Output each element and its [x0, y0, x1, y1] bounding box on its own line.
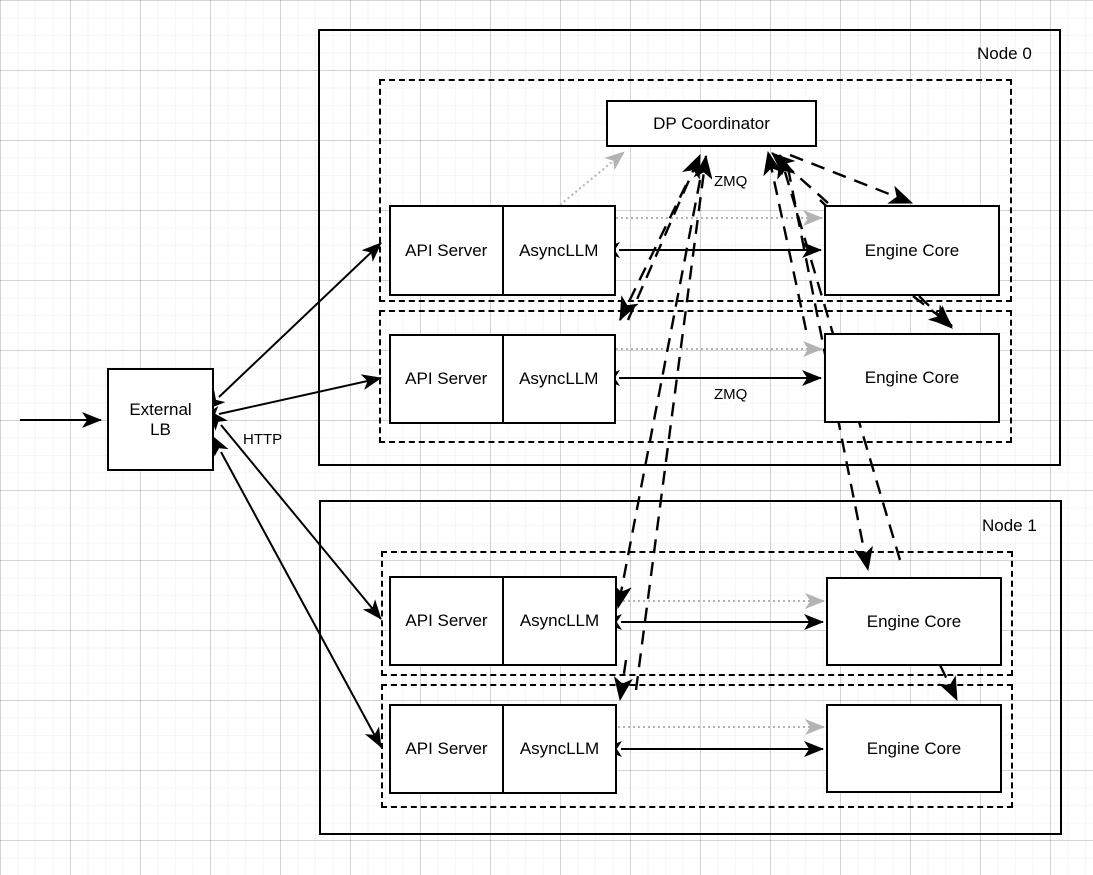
edge-zmq-coordinator-to-n0r1-asyncllm	[618, 184, 688, 322]
edge-lb-to-node1-api1	[211, 435, 382, 748]
node1-replica1-api-asyncllm-box[interactable]: API Server AsyncLLM	[389, 704, 617, 794]
node-1-title: Node 1	[982, 516, 1037, 535]
edge-zmq-coordinator-to-n0r0-core	[789, 153, 914, 205]
edge-lb-to-node0-api1	[200, 374, 382, 422]
node1-replica1-engine-core-box[interactable]: Engine Core	[826, 704, 1002, 793]
node0-replica0-api-asyncllm-box[interactable]: API Server AsyncLLM	[389, 205, 616, 296]
node0-replica0-api-server-label: API Server	[391, 207, 504, 294]
zmq-bottom-edge-label: ZMQ	[712, 386, 750, 403]
node1-replica1-asyncllm-label: AsyncLLM	[519, 739, 600, 758]
node-0-replica-0-group	[379, 79, 1012, 302]
node-0-title: Node 0	[977, 44, 1032, 63]
node0-replica1-engine-core-label: Engine Core	[864, 368, 960, 387]
node0-replica1-asyncllm-label: AsyncLLM	[519, 369, 599, 388]
node1-replica0-asyncllm-label: AsyncLLM	[519, 611, 600, 630]
node1-replica0-engine-core-label: Engine Core	[866, 611, 962, 631]
dp-coordinator-label: DP Coordinator	[653, 113, 770, 133]
node0-replica1-api-server-label: API Server	[391, 336, 504, 422]
external-lb-box[interactable]: External LB	[107, 368, 214, 471]
dp-coordinator-box[interactable]: DP Coordinator	[606, 100, 817, 147]
node0-replica0-engine-core-label: Engine Core	[864, 240, 960, 260]
node0-replica0-asyncllm-label: AsyncLLM	[519, 240, 599, 260]
external-lb-label-line1: External	[129, 399, 192, 419]
node-1-replica-1-group	[381, 684, 1013, 808]
node1-replica1-api-server-label: API Server	[391, 706, 504, 792]
edge-zmq-n1r0-asyncllm-to-n1r1-asyncllm	[613, 659, 633, 702]
edge-zmq-n0r1-asyncllm-to-coordinator	[626, 153, 702, 321]
edge-lb-to-node0-api0	[205, 242, 382, 411]
edge-zmq-n0r0-core-to-coordinator	[771, 152, 829, 204]
node1-replica0-api-asyncllm-box[interactable]: API Server AsyncLLM	[389, 576, 617, 666]
zmq-top-edge-label: ZMQ	[712, 173, 750, 190]
node0-replica1-api-asyncllm-box[interactable]: API Server AsyncLLM	[389, 334, 616, 424]
node1-replica0-api-server-label: API Server	[391, 578, 504, 664]
node0-replica0-engine-core-box[interactable]: Engine Core	[824, 205, 1000, 296]
edge-n0r0-asyncllm-to-coordinator-dotted	[559, 151, 625, 206]
node1-replica1-engine-core-label: Engine Core	[866, 738, 962, 758]
http-edge-label: HTTP	[243, 431, 283, 448]
edge-zmq-coordinator-to-n1r0-asyncllm	[612, 179, 702, 610]
edge-zmq-n1r0-core-to-n1r1-core	[938, 664, 959, 702]
edge-zmq-n0r1-core-to-coordinator	[763, 150, 808, 331]
edge-zmq-node1-to-coordinator-long	[634, 154, 713, 691]
external-lb-label-line2: LB	[150, 419, 171, 439]
edge-lb-to-node1-api0	[208, 410, 382, 620]
node-1-replica-0-group	[381, 551, 1013, 676]
node0-replica1-engine-core-box[interactable]: Engine Core	[824, 333, 1000, 423]
edge-zmq-n0r1-core-down	[912, 295, 953, 327]
node1-replica0-engine-core-box[interactable]: Engine Core	[826, 577, 1002, 666]
